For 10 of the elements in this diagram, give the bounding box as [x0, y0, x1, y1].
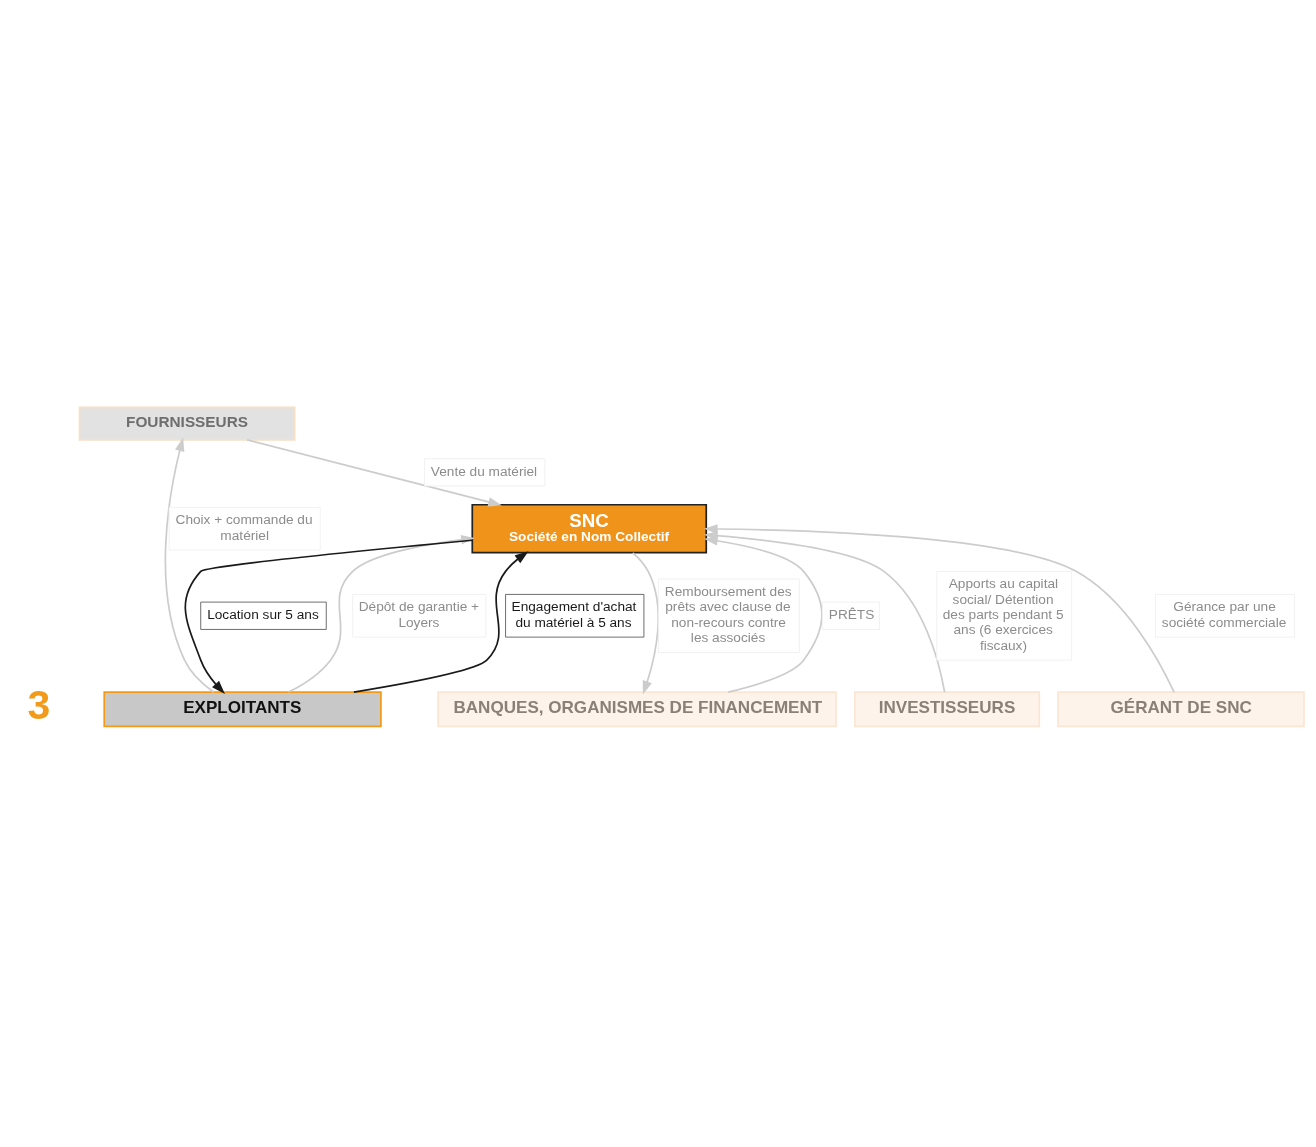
edge-label: Remboursement des prêts avec clause de non-recours contre les associés	[664, 583, 792, 646]
label: 3	[27, 681, 51, 728]
edge-label: Dépôt de garantie + Loyers	[358, 599, 480, 630]
edge-label: Apports au capital social/ Détention des parts pendant 5 ans (6 exercices fiscaux)	[942, 576, 1064, 653]
edge-label: Vente du matériel	[430, 463, 538, 479]
edge-label: Engagement d'achat du matériel à 5 ans	[511, 599, 637, 630]
edge-label: Gérance par une société commerciale	[1161, 599, 1287, 630]
edge-label: Location sur 5 ans	[207, 607, 319, 623]
edge-label: PRÊTS	[828, 607, 875, 623]
edge-label: Choix + commande du matériel	[175, 512, 313, 543]
